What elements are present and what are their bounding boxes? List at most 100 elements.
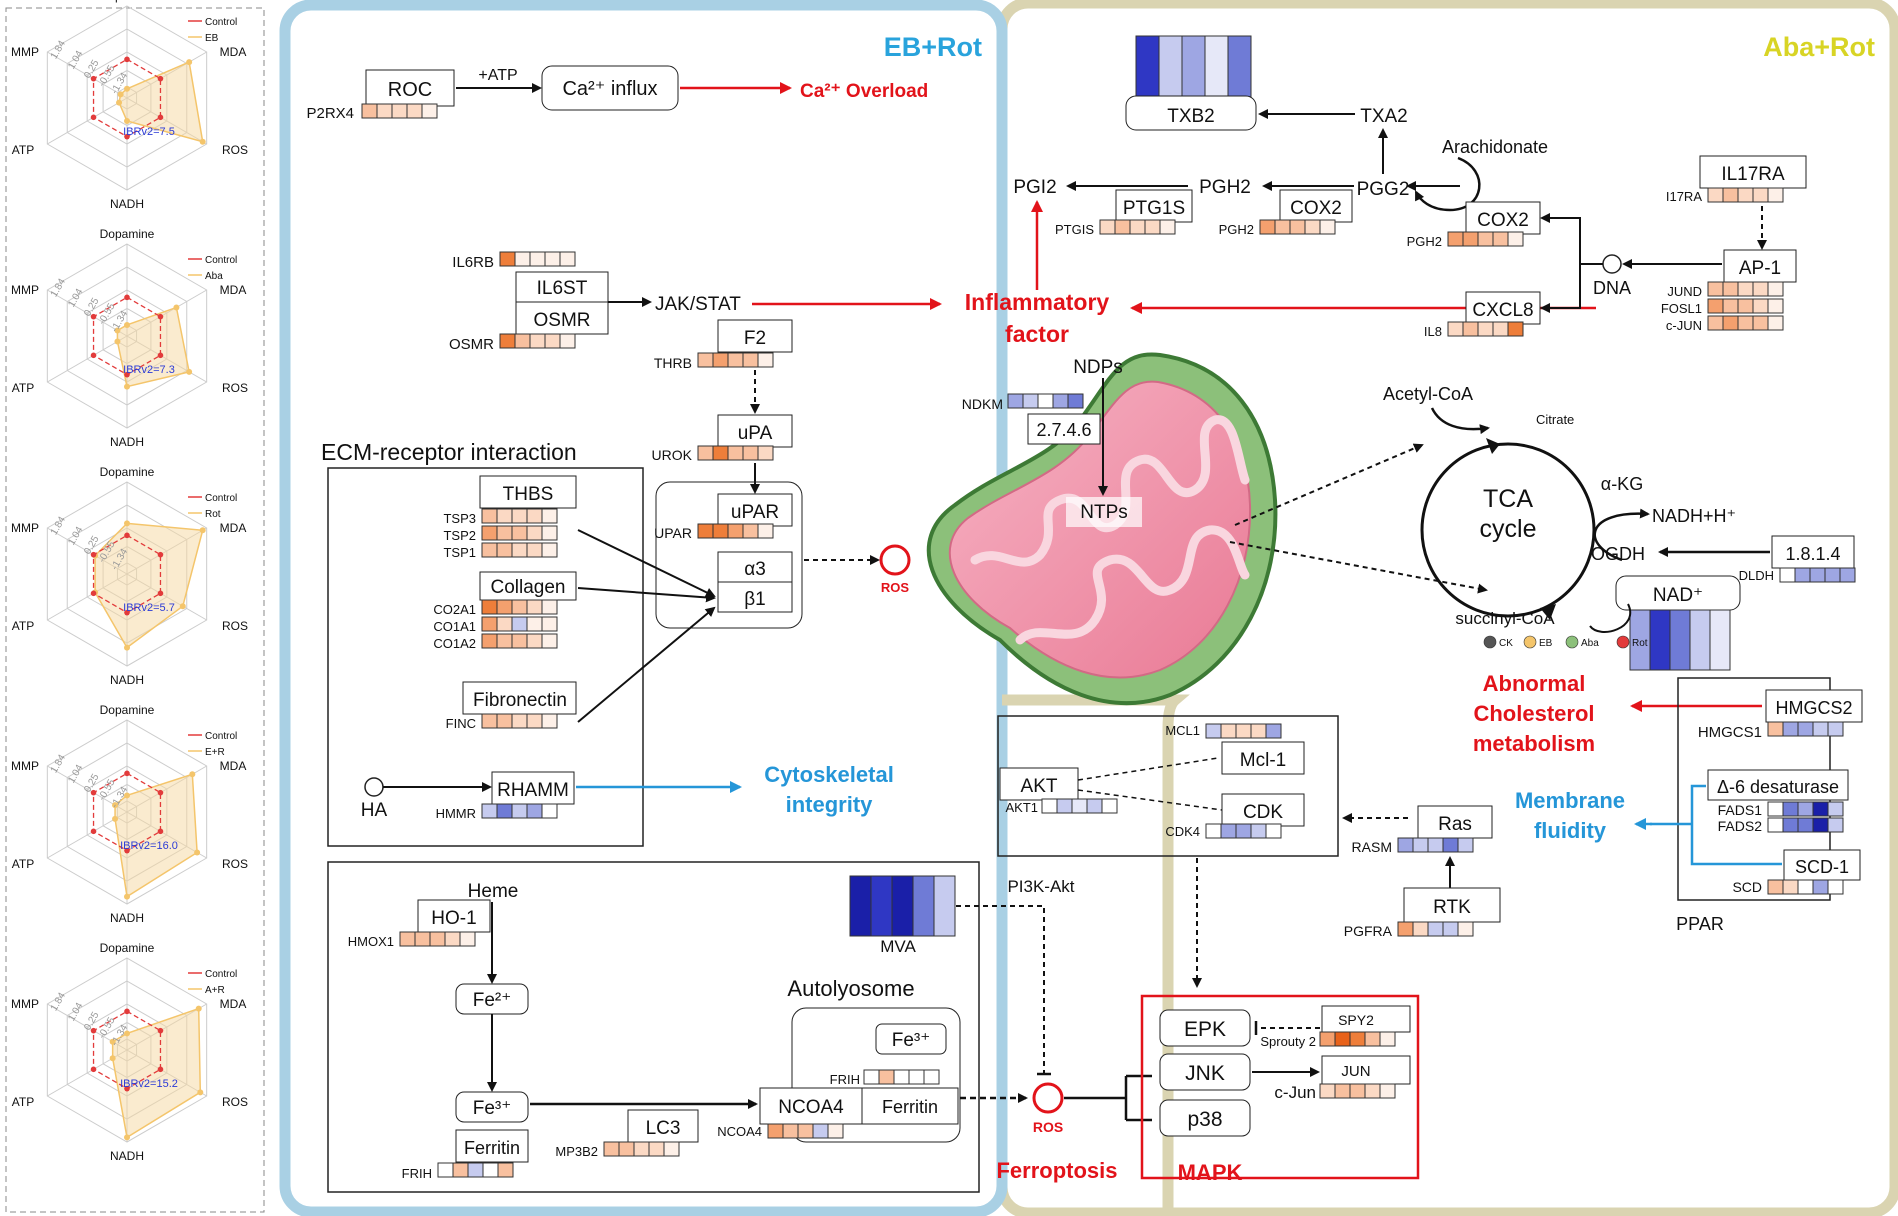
heatmap-cell [391,103,408,119]
succinyl-coa-label: succinyl-CoA [1455,609,1555,628]
dldh-label: DLDH [1739,568,1774,583]
heatmap-cell [1782,817,1799,833]
mcl1-box [1221,741,1305,775]
heatmap-cell [496,803,513,819]
heatmap-cell [1265,723,1282,739]
radar-axis-label: ATP [12,619,34,633]
radar-treatment-point [109,1055,116,1062]
heatmap-cell [1099,219,1116,235]
radar-axis-label: MMP [11,759,39,773]
akt-node-box [999,767,1079,801]
pgh2-gene-label: PGH2 [1219,222,1254,237]
ntps-label: NTPs [1080,502,1128,523]
heatmap-cell [1227,35,1252,99]
legend-control-label: Control [205,493,237,504]
heatmap-cell [1220,723,1237,739]
heatmap-cell [496,599,513,615]
tsp1-heatmap [481,542,558,558]
radar-panel: 1.841.040.25-0.55-1.34DopamineMDAROSNADH… [11,703,248,925]
radar-tick: 1.04 [66,763,85,786]
radar-axis-label: MDA [220,521,247,535]
heatmap-cell [1839,567,1856,583]
cxcl8-label: CXCL8 [1472,300,1533,321]
heatmap-cell [712,352,729,368]
dna-label: DNA [1593,278,1631,298]
heatmap-cell [1235,823,1252,839]
ras-label: Ras [1438,814,1472,835]
radar-treatment-point [124,1030,130,1037]
il8-label: IL8 [1424,324,1442,339]
i17ra-label: I17RA [1666,189,1702,204]
radar-axis-label: ATP [12,381,34,395]
radar-panel: 1.841.040.25-0.55-1.34DopamineMDAROSNADH… [11,0,248,211]
heatmap-cell [421,103,438,119]
radar-control-point [124,371,130,378]
radar-treatment-point [195,1005,202,1012]
fads1-heatmap [1767,801,1844,817]
heatmap-cell [481,508,498,524]
co1a2-heatmap [481,633,558,649]
heatmap-cell [541,633,558,649]
radar-control-point [90,828,97,835]
radar-axis-label: MDA [220,997,247,1011]
ibr-value: IBRv2=5.7 [123,602,175,614]
jund-label: JUND [1667,284,1702,299]
heatmap-cell [1737,298,1754,314]
thrb-heatmap [697,352,774,368]
radar-control-point [90,551,97,558]
heatmap-cell [437,1162,454,1178]
heatmap-cell [541,713,558,729]
heatmap-cell [633,1141,650,1157]
alpha3-label: α3 [744,559,766,580]
radar-treatment-point [124,520,130,527]
heatmap-cell [1135,35,1160,99]
radar-axis-label: NADH [110,197,144,211]
chol-line1: Abnormal [1483,671,1586,696]
legend-dot [1565,635,1579,649]
radar-axis-label: MMP [11,283,39,297]
heatmap-cell [1767,315,1784,331]
d6-desaturase-label: Δ-6 desaturase [1717,777,1839,797]
heatmap-cell [459,931,476,947]
heatmap-cell [526,508,543,524]
cjun-label: c-JUN [1666,318,1702,333]
radar-treatment-point [173,304,180,311]
legend-control-label: Control [205,969,237,980]
heatmap-cell [1181,35,1206,99]
nadh-label: NADH+H⁺ [1652,506,1736,526]
heatmap-cell [1086,798,1103,814]
il6rb-heatmap [499,251,576,267]
heatmap-cell [1797,817,1814,833]
heatmap-cell [663,1141,680,1157]
heatmap-cell [1274,219,1291,235]
heatmap-cell [541,803,558,819]
legend-control-label: Control [205,731,237,742]
heatmap-cell [1397,921,1414,937]
ncoa4-heatmap [767,1123,844,1139]
ras-box [1417,805,1493,839]
heatmap-cell [1752,315,1769,331]
beta1-label: β1 [744,589,766,610]
radar-control-point [124,532,130,539]
heatmap-cell [1067,393,1084,409]
heatmap-cell [1304,219,1321,235]
heatmap-cell [499,333,516,349]
heatmap-cell [1235,723,1252,739]
frih-label: FRIH [402,1166,432,1181]
hmmr-label: HMMR [436,806,476,821]
heatmap-cell [511,508,528,524]
heatmap-cell [481,525,498,541]
heatmap-cell [1457,921,1474,937]
ec-2746-box [1027,413,1101,445]
radar-control-point [124,133,130,140]
p2rx4-heatmap [361,103,438,119]
nad-label: NAD⁺ [1653,585,1703,606]
mp3b2-label: MP3B2 [555,1144,598,1159]
heatmap-cell [1041,798,1058,814]
heatmap-cell [526,616,543,632]
txb2-heatmap [1135,35,1252,99]
heatmap-cell [1737,281,1754,297]
heatmap-cell [1722,281,1739,297]
ncoa4-gene-label: NCOA4 [717,1124,762,1139]
